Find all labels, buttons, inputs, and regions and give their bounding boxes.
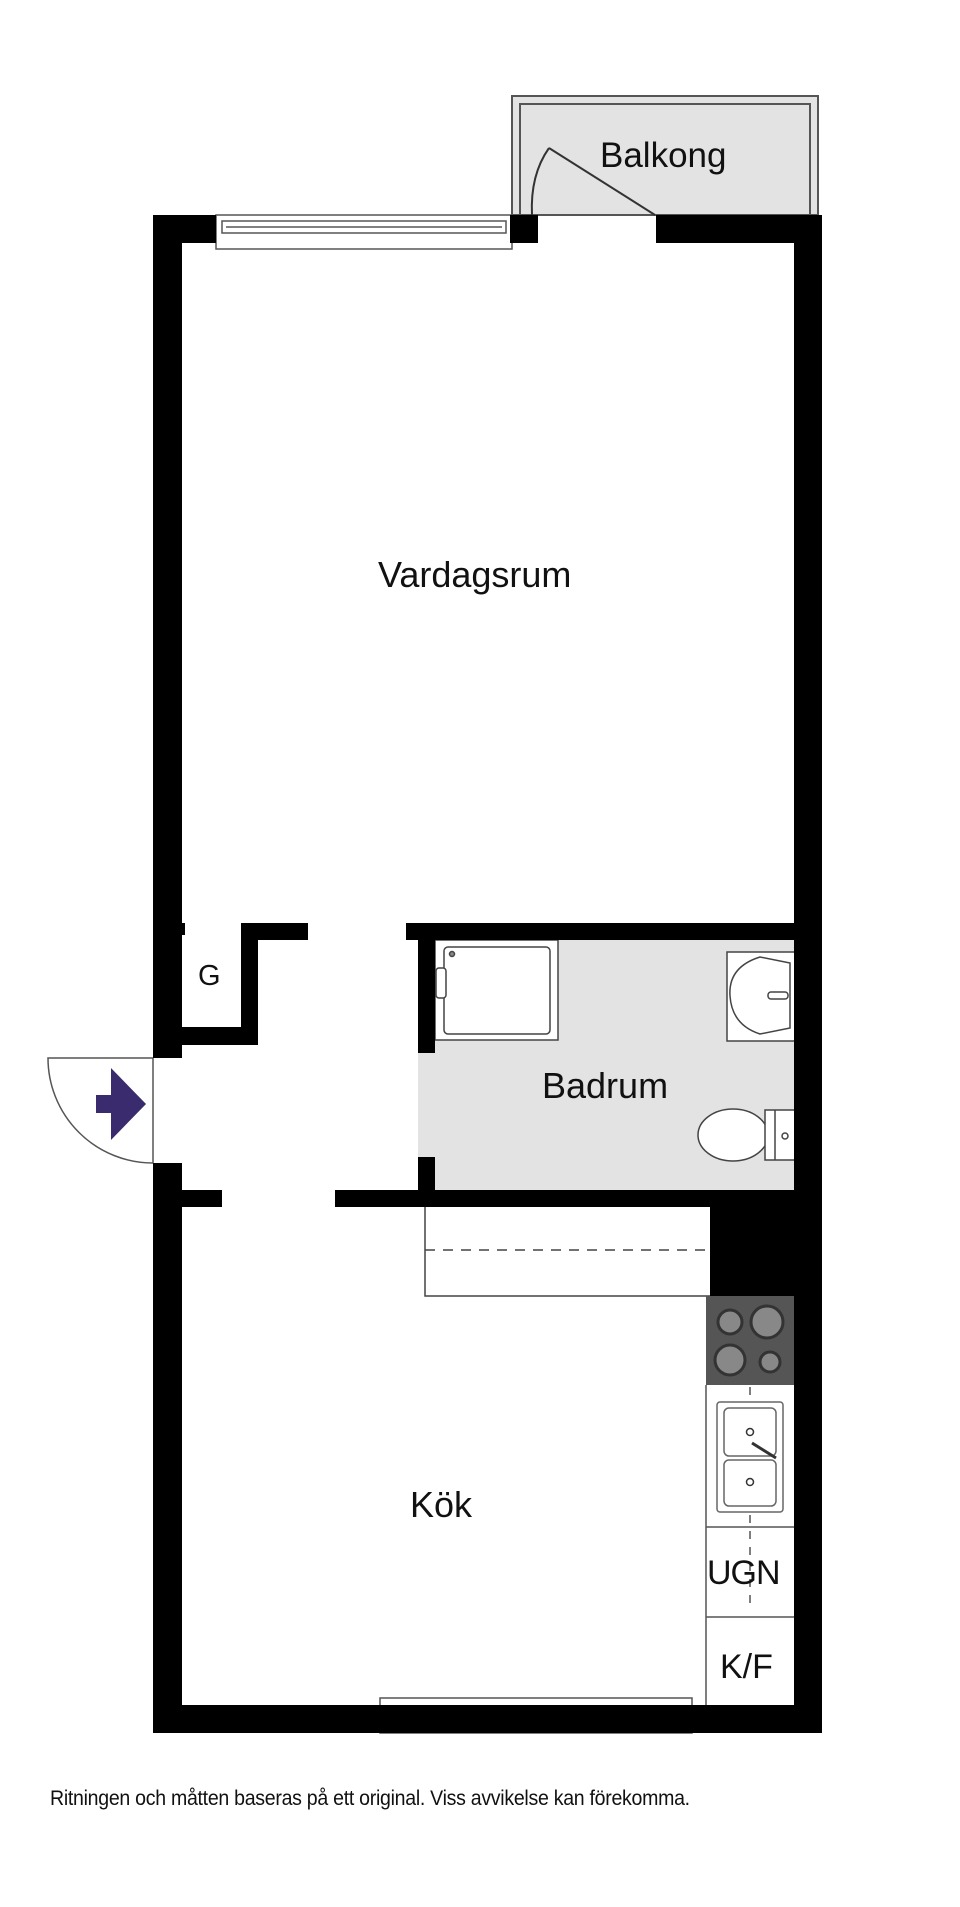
wall-top-pillar [510, 215, 538, 243]
wall-outer-left-closet [153, 1040, 182, 1058]
wall-outer-left-notch [180, 923, 185, 935]
balcony-door-swing [530, 147, 656, 216]
stove [706, 1296, 795, 1385]
room-label-badrum: Badrum [542, 1065, 669, 1106]
window-top [215, 214, 513, 250]
wash-basin [726, 951, 796, 1042]
entrance-arrow-icon [96, 1068, 146, 1140]
wall-outer-left-stub [153, 1163, 182, 1190]
wall-bathroom-left-stub [418, 1157, 435, 1190]
shower-tray [434, 939, 559, 1041]
wall-kitchen-divider-right [335, 1190, 795, 1207]
kitchen-sink [716, 1401, 784, 1513]
appliance-label-oven: UGN [707, 1554, 781, 1592]
appliance-label-fridge: K/F [720, 1648, 773, 1686]
wall-closet-side [241, 923, 258, 1045]
toilet [697, 1108, 796, 1162]
wall-closet-bottom [182, 1027, 258, 1045]
kitchen-shaft-block [710, 1207, 795, 1296]
wall-outer-bottom [153, 1705, 822, 1733]
wall-bathroom-left [418, 923, 435, 1053]
wall-outer-right [794, 215, 822, 1733]
room-label-kok: Kök [410, 1484, 473, 1525]
wall-outer-left-lower [153, 1163, 182, 1733]
room-label-balkong: Balkong [600, 136, 727, 175]
disclaimer-text: Ritningen och måtten baseras på ett orig… [50, 1787, 690, 1810]
room-label-vardagsrum: Vardagsrum [378, 554, 572, 595]
wall-bathroom-top [406, 923, 795, 940]
wall-kitchen-divider-left [182, 1190, 222, 1207]
wall-outer-left-upper [153, 215, 182, 1058]
balcony-area [512, 96, 818, 215]
kitchen-wall-cabinet [424, 1207, 710, 1297]
room-label-garderob: G [198, 960, 221, 992]
